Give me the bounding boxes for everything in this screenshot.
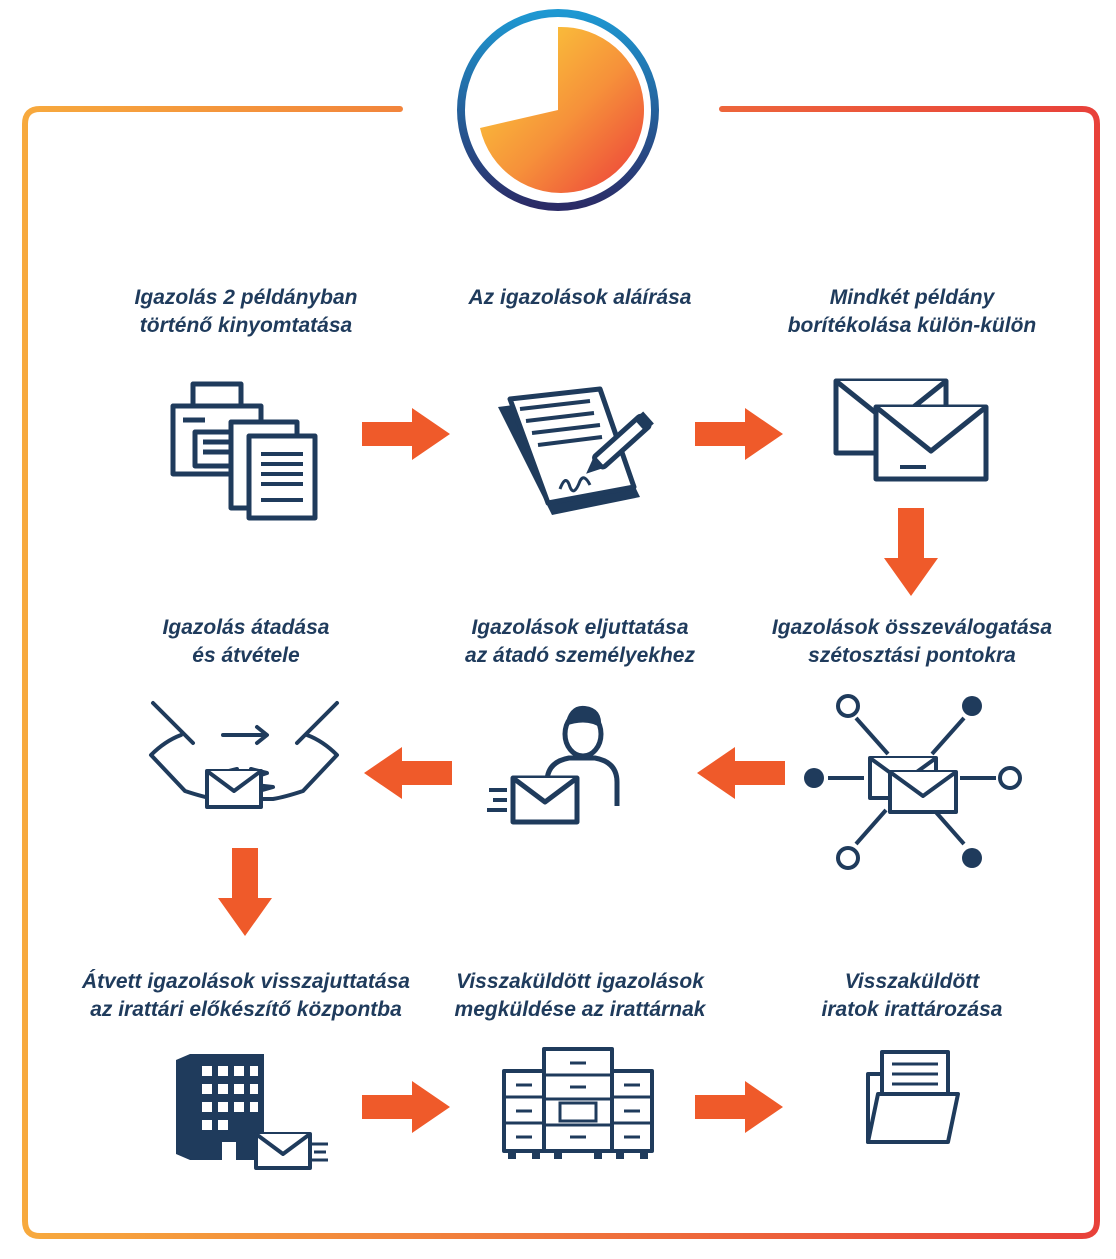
hands-passing-envelope-icon [149,701,339,809]
arrow-sign-to-envelope [695,408,783,460]
two-envelopes-icon [833,378,989,482]
office-building-envelope-icon [176,1054,328,1170]
frame-border [22,106,1100,1239]
folder-documents-icon [866,1050,960,1144]
arrow-return-to-send [362,1081,450,1133]
arrow-send-to-archive [695,1081,783,1133]
person-sending-envelope-icon [487,705,620,825]
envelope-distribution-network-icon [804,694,1022,870]
arrow-print-to-sign [362,408,450,460]
step-label-sign: Az igazolások aláírása [468,286,692,309]
arrow-deliver-to-handover [364,747,452,799]
document-signing-pen-icon [498,386,654,515]
filing-cabinets-icon [502,1047,654,1159]
clock-progress-icon [457,9,659,211]
arrow-handover-to-return [218,848,272,936]
printer-documents-icon [170,381,318,521]
arrow-sort-to-deliver [697,747,785,799]
arrow-envelope-to-sort [884,508,938,596]
